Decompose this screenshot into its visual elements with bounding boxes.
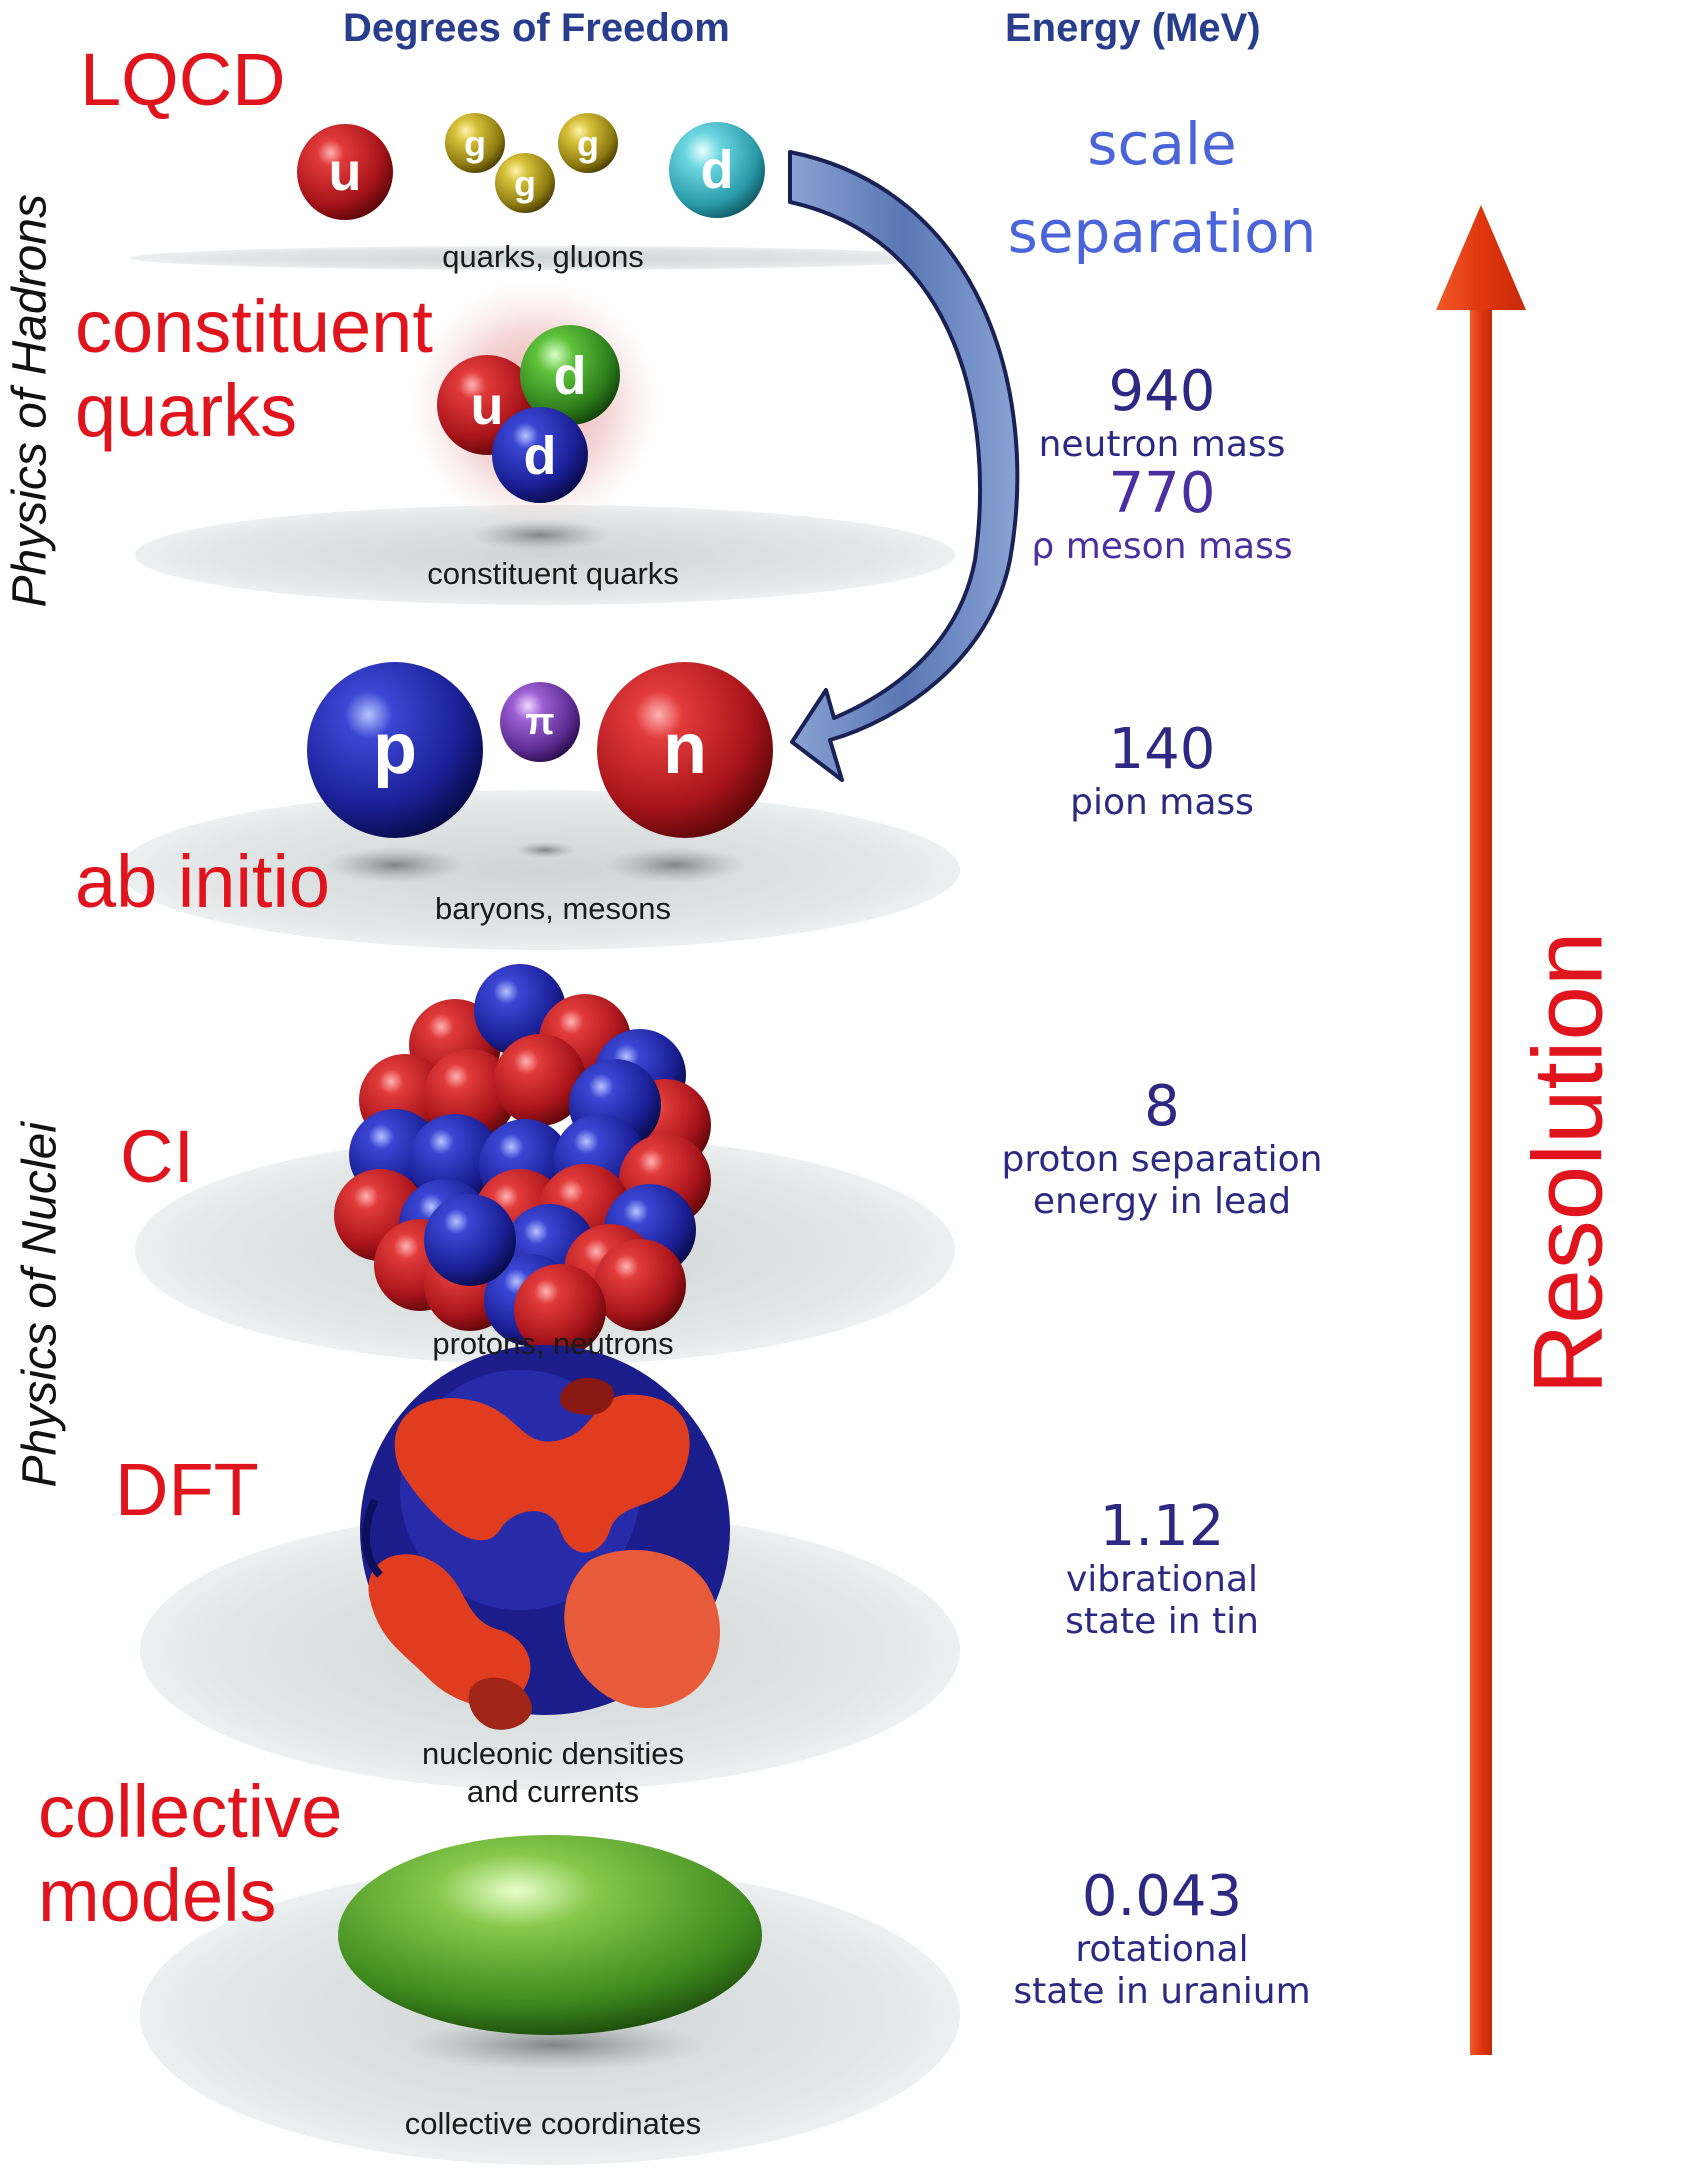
- method-dft: DFT: [115, 1448, 259, 1531]
- disc-constituent: [135, 505, 955, 605]
- energy-desc-rotational-line1: rotational: [1075, 1929, 1249, 1970]
- energy-value-940: 940: [1108, 359, 1216, 424]
- caption-constituent-quarks: constituent quarks: [427, 556, 679, 591]
- d-quark: [669, 122, 765, 218]
- energy-value-8: 8: [1144, 1074, 1180, 1139]
- pion-label: π: [525, 701, 554, 743]
- caption-baryons-mesons: baryons, mesons: [434, 891, 672, 926]
- label-physics-of-hadrons: Physics of Hadrons: [3, 193, 57, 608]
- label-resolution: Resolution: [1512, 931, 1623, 1395]
- caption-nucleonic-densities: nucleonic densities and currents: [422, 1735, 684, 1811]
- caption-protons-neutrons: protons, neutrons: [432, 1326, 674, 1361]
- collective-ellipsoid: [338, 1835, 762, 2035]
- method-ab-initio: ab initio: [75, 840, 331, 923]
- nucleus-neutron-sphere: [424, 1194, 516, 1286]
- nucleus-proton-sphere: [494, 1034, 586, 1126]
- header-energy: Energy (MeV): [1005, 6, 1261, 50]
- energy-desc-proton-separation-line1: proton separation: [1001, 1139, 1323, 1180]
- u-quark-label: u: [329, 142, 362, 202]
- quark-gluon-particles: u g g g d: [297, 113, 765, 220]
- scale-separation-line1: scale: [1087, 110, 1237, 178]
- caption-quarks-gluons: quarks, gluons: [442, 239, 644, 274]
- disc-baryons: [120, 790, 960, 950]
- disc-quarks-gluons: [130, 246, 950, 270]
- method-constituent-quarks: constituent quarks: [75, 285, 433, 453]
- energy-desc-neutron-mass: neutron mass: [1038, 424, 1286, 465]
- svg-text:d: d: [524, 426, 557, 486]
- method-lqcd: LQCD: [80, 38, 286, 121]
- nucleus-proton-sphere: [514, 1264, 606, 1356]
- energy-desc-rotational-line2: state in uranium: [1013, 1971, 1311, 2012]
- gluon-2-label: g: [514, 163, 536, 204]
- nucleonic-density-blob: [360, 1345, 730, 1730]
- energy-desc-pion-mass: pion mass: [1070, 782, 1254, 823]
- method-collective-line2: models: [38, 1854, 277, 1937]
- energy-value-770: 770: [1108, 461, 1216, 526]
- header-degrees-of-freedom: Degrees of Freedom: [343, 6, 730, 50]
- gluon-3: [558, 113, 618, 173]
- nucleus-protons-neutrons: [334, 964, 711, 1356]
- caption-densities-line2: and currents: [466, 1774, 640, 1809]
- energy-value-140: 140: [1108, 717, 1216, 782]
- gluon-3-label: g: [577, 123, 599, 164]
- method-constituent-line1: constituent: [75, 285, 433, 368]
- energy-pion-mass: 140 pion mass: [1070, 718, 1254, 824]
- caption-collective-coordinates: collective coordinates: [404, 2106, 702, 2141]
- resolution-arrow: [1436, 205, 1526, 2055]
- energy-vibrational-state: 1.12 vibrational state in tin: [1065, 1495, 1259, 1643]
- u-quark: [297, 124, 393, 220]
- proton: [307, 662, 483, 838]
- scale-separation-label: scale separation: [1008, 100, 1317, 276]
- caption-densities-line1: nucleonic densities: [422, 1736, 684, 1771]
- label-physics-of-nuclei: Physics of Nuclei: [13, 1122, 67, 1488]
- neutron: [597, 662, 773, 838]
- energy-value-1-12: 1.12: [1099, 1494, 1225, 1559]
- d-quark-label: d: [701, 140, 734, 200]
- scale-separation-arrow: [788, 150, 1020, 782]
- energy-rotational-state: 0.043 rotational state in uranium: [1013, 1865, 1310, 2013]
- baryon-meson-particles: p π n: [307, 662, 773, 838]
- constituent-d-blue: [492, 407, 588, 503]
- scale-separation-line2: separation: [1007, 198, 1317, 266]
- energy-desc-vibrational-line2: state in tin: [1065, 1601, 1259, 1642]
- energy-desc-rho-meson-mass: ρ meson mass: [1031, 526, 1293, 567]
- energy-proton-separation: 8 proton separation energy in lead: [1002, 1075, 1323, 1223]
- method-collective-models: collective models: [38, 1770, 342, 1938]
- method-collective-line1: collective: [38, 1770, 343, 1853]
- gluon-1-label: g: [464, 123, 486, 164]
- svg-text:d: d: [554, 346, 587, 406]
- energy-desc-proton-separation-line2: energy in lead: [1032, 1181, 1292, 1222]
- method-constituent-line2: quarks: [75, 369, 298, 452]
- constituent-d-green: [520, 325, 620, 425]
- neutron-label: n: [663, 709, 707, 789]
- proton-label: p: [373, 709, 417, 789]
- gluon-2: [495, 153, 555, 213]
- constituent-quark-cluster: u d d: [410, 280, 660, 530]
- energy-value-0-043: 0.043: [1081, 1864, 1243, 1929]
- pion: [500, 682, 580, 762]
- method-ci: CI: [120, 1115, 194, 1198]
- nucleus-proton-sphere: [594, 1239, 686, 1331]
- energy-neutron-mass: 940 neutron mass: [1039, 360, 1286, 466]
- energy-rho-meson-mass: 770 ρ meson mass: [1031, 462, 1292, 568]
- gluon-1: [445, 113, 505, 173]
- energy-desc-vibrational-line1: vibrational: [1065, 1559, 1259, 1600]
- svg-text:u: u: [471, 376, 504, 436]
